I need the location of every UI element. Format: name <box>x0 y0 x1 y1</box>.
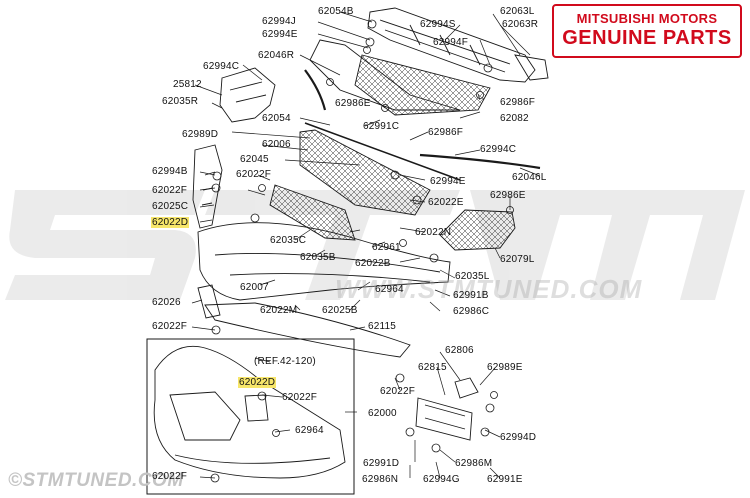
license-plate-bracket <box>415 397 473 441</box>
part-label[interactable]: 62994F <box>433 37 469 48</box>
part-label[interactable]: 62815 <box>418 362 447 373</box>
molding-62054 <box>304 122 461 181</box>
part-label[interactable]: 62026 <box>152 297 181 308</box>
part-label[interactable]: 62994J <box>262 16 297 27</box>
watermark-url: WWW.STMTUNED.COM <box>335 274 643 304</box>
part-label[interactable]: 62022N <box>415 227 452 238</box>
part-label[interactable]: 62994C <box>203 61 240 72</box>
part-label[interactable]: 62025B <box>322 305 358 316</box>
part-label[interactable]: 62054 <box>262 113 291 124</box>
part-label[interactable]: 62986E <box>490 190 526 201</box>
part-label[interactable]: 62006 <box>262 139 291 150</box>
part-label[interactable]: 25812 <box>173 79 202 90</box>
part-label[interactable]: 62991C <box>363 121 400 132</box>
part-label[interactable]: 62046L <box>512 172 547 183</box>
part-label[interactable]: 62063R <box>502 19 539 30</box>
part-label[interactable]: 62994B <box>152 166 188 177</box>
part-label[interactable]: 62022B <box>355 258 391 269</box>
reinforcement-62115 <box>204 302 411 358</box>
part-label[interactable]: 62994C <box>480 144 517 155</box>
part-label[interactable]: 62000 <box>368 408 397 419</box>
part-label[interactable]: 62986M <box>455 458 493 469</box>
energy-absorber <box>197 222 451 301</box>
upper-reinforcement-bar <box>367 7 536 83</box>
bracket-62063 <box>514 54 549 81</box>
side-bracket-left <box>192 144 223 229</box>
bumper-face <box>153 345 346 479</box>
brand-line-1: MITSUBISHI MOTORS <box>576 11 718 26</box>
part-label[interactable]: 62046R <box>258 50 295 61</box>
brand-badge: MITSUBISHI MOTORS GENUINE PARTS <box>552 4 742 58</box>
part-label[interactable]: 62022F <box>152 471 188 482</box>
part-label[interactable]: 62989E <box>487 362 523 373</box>
bracket-62026 <box>197 284 221 319</box>
part-label[interactable]: 62022M <box>260 305 298 316</box>
molding-62046l <box>419 153 541 170</box>
lower-grille <box>269 184 356 241</box>
part-label[interactable]: 62035R <box>162 96 199 107</box>
part-label[interactable]: 62025C <box>152 201 189 212</box>
part-label[interactable]: 62082 <box>500 113 529 124</box>
part-label[interactable]: 62986C <box>453 306 490 317</box>
main-grille <box>299 129 431 216</box>
part-label[interactable]: 62022F <box>152 321 188 332</box>
tow-hook-cover <box>454 377 479 399</box>
molding-62046r <box>304 69 327 111</box>
part-label[interactable]: 62986F <box>500 97 536 108</box>
part-label[interactable]: 62986E <box>335 98 371 109</box>
part-label-highlighted[interactable]: 62022D <box>151 217 190 228</box>
bumper-face-box <box>146 338 355 495</box>
part-label[interactable]: 62991D <box>363 458 400 469</box>
part-label[interactable]: 62806 <box>445 345 474 356</box>
stm-logo-watermark <box>5 190 745 300</box>
part-label[interactable]: 62994S <box>420 19 456 30</box>
part-label[interactable]: 62022E <box>428 197 464 208</box>
upper-molding <box>309 39 461 111</box>
part-label[interactable]: 62035B <box>300 252 336 263</box>
part-label[interactable]: 62994E <box>430 176 466 187</box>
part-label[interactable]: 62964 <box>375 284 404 295</box>
part-label[interactable]: 62989D <box>182 129 219 140</box>
part-label[interactable]: 62022F <box>236 169 272 180</box>
part-label[interactable]: 62022F <box>380 386 416 397</box>
part-label[interactable]: 62022F <box>282 392 318 403</box>
part-label[interactable]: 62994D <box>500 432 537 443</box>
fog-cover <box>439 209 516 251</box>
part-label[interactable]: 62991E <box>487 474 523 485</box>
part-label[interactable]: 62079L <box>500 254 535 265</box>
part-label[interactable]: 62994G <box>423 474 460 485</box>
fasteners <box>210 19 514 483</box>
part-label[interactable]: 62994E <box>262 29 298 40</box>
part-label[interactable]: 62991B <box>453 290 489 301</box>
part-label[interactable]: 62964 <box>295 425 324 436</box>
part-label[interactable]: 62054B <box>318 6 354 17</box>
part-label[interactable]: 62986F <box>428 127 464 138</box>
part-label-highlighted[interactable]: 62022D <box>238 377 277 388</box>
part-label[interactable]: 62035C <box>270 235 307 246</box>
part-label[interactable]: 62022F <box>152 185 188 196</box>
part-label[interactable]: 62063L <box>500 6 535 17</box>
reference-note: (REF.42-120) <box>254 356 316 367</box>
part-label[interactable]: 62035L <box>455 271 490 282</box>
copyright-text: ©STMTUNED.COM <box>8 470 184 491</box>
part-label[interactable]: 62045 <box>240 154 269 165</box>
part-label[interactable]: 62986N <box>362 474 399 485</box>
part-label[interactable]: 62961 <box>372 242 401 253</box>
upper-grille <box>354 54 491 116</box>
part-label[interactable]: 62007 <box>240 282 269 293</box>
part-label[interactable]: 62115 <box>368 321 397 332</box>
brand-line-2: GENUINE PARTS <box>562 27 732 49</box>
